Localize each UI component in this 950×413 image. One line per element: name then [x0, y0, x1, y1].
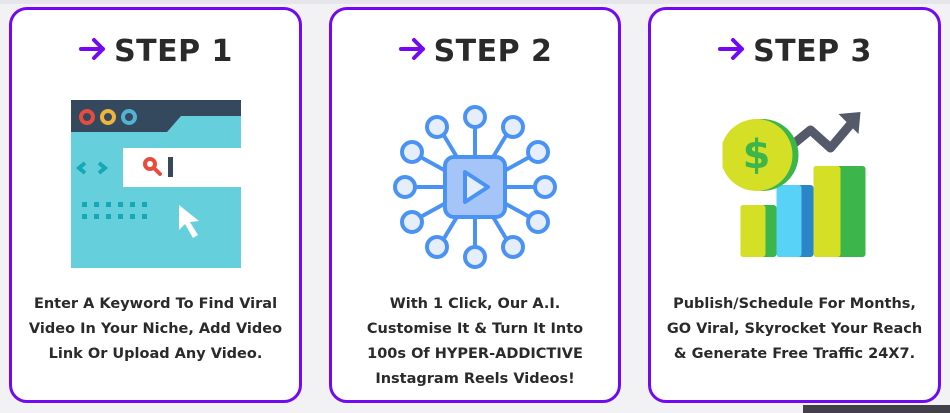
step-description: Enter A Keyword To Find Viral Video In Y… — [28, 296, 283, 362]
step-card-1: STEP 1 Enter A Keyword To Find Viral Vid… — [9, 7, 302, 403]
step-title-text: STEP 3 — [753, 34, 872, 69]
step-title: STEP 2 — [332, 34, 618, 69]
step-description: With 1 Click, Our A.I. Customise It & Tu… — [366, 296, 584, 387]
money-growth-chart-icon: $ — [720, 110, 867, 262]
step-title-text: STEP 2 — [433, 34, 553, 69]
top-divider — [0, 0, 950, 4]
step-description: Publish/Schedule For Months, GO Viral, S… — [666, 296, 923, 362]
video-network-icon — [390, 102, 560, 276]
step-card-2: STEP 2 — [329, 7, 621, 403]
step-card-3: STEP 3 $ Publish/Schedule For Months, GO… — [648, 7, 941, 403]
step-title: STEP 1 — [12, 34, 299, 69]
arrow-right-icon — [78, 34, 108, 69]
arrow-right-icon — [717, 34, 747, 69]
step-title-text: STEP 1 — [114, 34, 233, 69]
step-title: STEP 3 — [651, 34, 938, 69]
arrow-right-icon — [398, 34, 428, 69]
browser-search-icon — [70, 100, 241, 272]
svg-text:$: $ — [742, 132, 770, 178]
bottom-overlay-bar — [803, 405, 950, 413]
